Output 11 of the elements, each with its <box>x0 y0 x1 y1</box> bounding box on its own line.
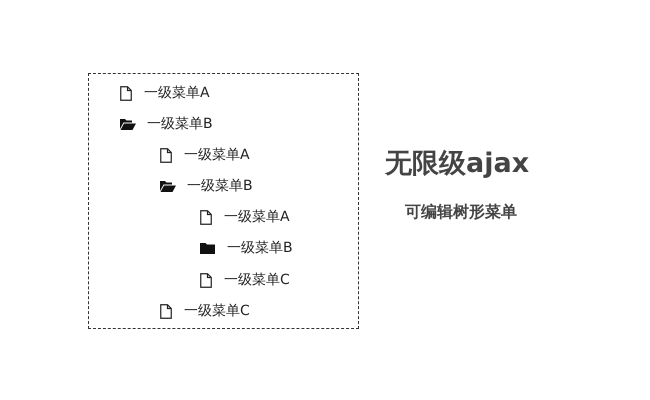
subtitle: 可编辑树形菜单 <box>405 202 517 222</box>
menu-item-text: 一级菜单B <box>187 177 253 195</box>
menu-item-text: 一级菜单B <box>227 239 293 257</box>
menu-item-text: 一级菜单A <box>184 146 250 164</box>
tree-menu-box <box>88 73 359 329</box>
menu-item-text: 一级菜单B <box>147 115 213 133</box>
menu-item-text: 一级菜单A <box>144 84 210 102</box>
menu-item-text: 一级菜单C <box>224 271 290 289</box>
menu-item-text: 一级菜单C <box>184 302 250 320</box>
title: 无限级ajax <box>385 147 530 181</box>
menu-item-text: 一级菜单A <box>224 208 290 226</box>
